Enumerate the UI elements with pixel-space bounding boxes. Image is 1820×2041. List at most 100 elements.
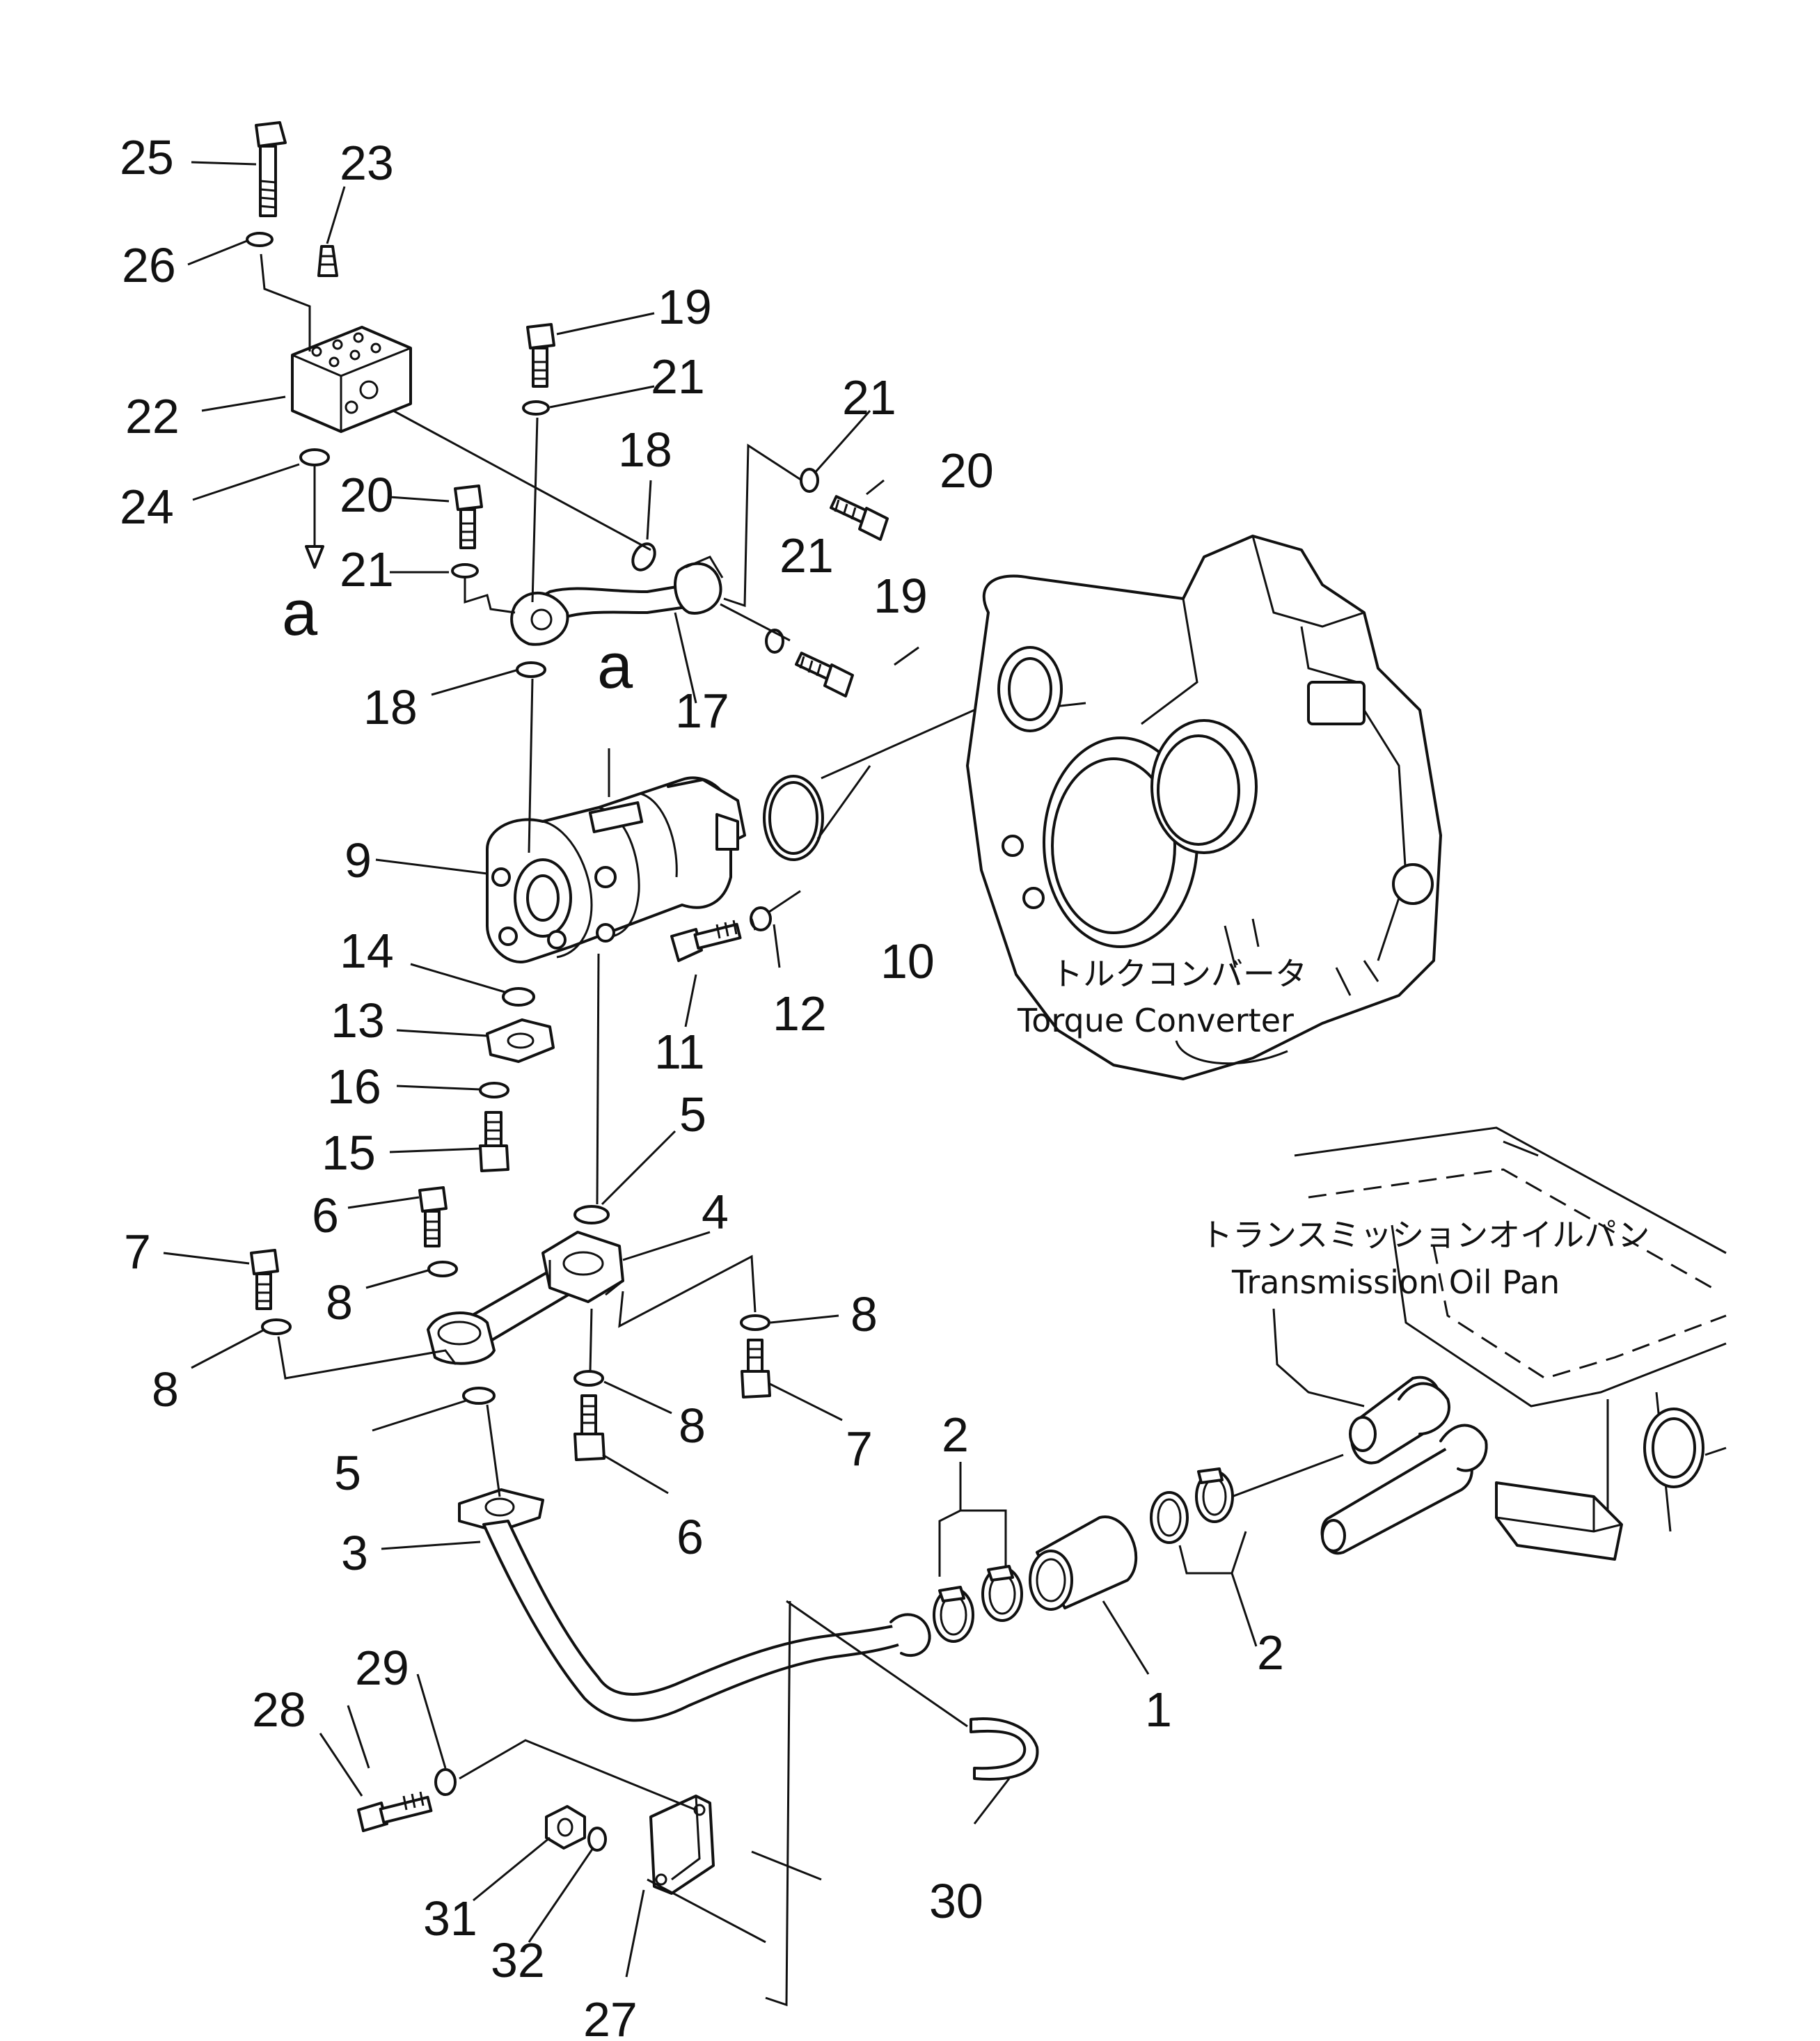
callout-8-upper-left: 8 [326, 1275, 353, 1330]
o-ring-24 [299, 448, 330, 466]
nut-31 [545, 1805, 586, 1850]
callout-1: 1 [1145, 1683, 1172, 1737]
callout-25: 25 [120, 130, 174, 184]
bracket-27 [649, 1795, 715, 1895]
bolt-20-left [454, 484, 483, 549]
bolt-6-lower [573, 1394, 606, 1461]
callout-12: 12 [773, 986, 827, 1041]
hose-1 [1029, 1515, 1138, 1611]
bolt-11 [670, 920, 742, 962]
callout-28: 28 [252, 1683, 306, 1737]
valve-block-22 [291, 326, 412, 433]
callout-26: 26 [122, 238, 176, 292]
callout-18-upper: 18 [618, 423, 672, 477]
callout-6-upper: 6 [312, 1188, 339, 1243]
callout-21-left: 21 [340, 542, 394, 597]
bolt-19-right [795, 652, 854, 698]
callout-5-upper: 5 [679, 1087, 706, 1142]
callout-17: 17 [675, 684, 729, 738]
callout-31: 31 [423, 1891, 477, 1946]
ref-a-lower: a [597, 631, 633, 702]
o-ring-5-upper [573, 1205, 610, 1224]
callout-30: 30 [929, 1874, 983, 1928]
washer-29 [434, 1768, 457, 1796]
callout-19-top: 19 [658, 280, 712, 334]
u-bolt-30 [970, 1717, 1039, 1781]
o-ring-18-upper [631, 542, 656, 572]
torque-converter-housing [966, 535, 1442, 1080]
callout-20-right: 20 [940, 443, 994, 498]
washer-16 [479, 1082, 509, 1098]
callout-10: 10 [880, 934, 935, 988]
plug-23 [317, 245, 338, 277]
washer-8-lower-left [261, 1318, 292, 1335]
callout-21-top: 21 [651, 349, 705, 404]
washer-8-upper-right [740, 1314, 770, 1331]
callout-21-right-bottom: 21 [780, 528, 834, 583]
bolt-7-left [250, 1249, 279, 1310]
pump-9 [486, 776, 746, 963]
washer-32 [587, 1827, 607, 1852]
callout-7-left: 7 [124, 1224, 151, 1279]
bolt-7-right [741, 1339, 771, 1398]
callout-13: 13 [331, 993, 385, 1048]
callout-7-right: 7 [846, 1421, 873, 1476]
callout-22: 22 [125, 389, 180, 443]
pipe-3 [458, 1488, 931, 1722]
torque-converter-label-en: Torque Converter [1017, 1002, 1294, 1039]
oil-pan-label-en: Transmission Oil Pan [1231, 1263, 1560, 1301]
washer-12 [750, 906, 772, 931]
callout-20-left: 20 [340, 468, 394, 522]
transmission-oil-pan [1294, 1126, 1727, 1561]
o-ring-10-inner [768, 781, 818, 855]
leader-lines [163, 161, 1365, 2007]
callout-24: 24 [120, 480, 174, 534]
arrow-a-head [305, 545, 324, 569]
callout-11: 11 [654, 1025, 705, 1079]
washer-26 [246, 232, 274, 247]
callout-8-upper-right: 8 [850, 1287, 878, 1341]
callout-27: 27 [583, 1992, 638, 2041]
flange-13 [486, 1018, 555, 1063]
bolt-19-top [526, 323, 555, 388]
callout-19-right: 19 [873, 569, 928, 623]
callout-29: 29 [355, 1641, 409, 1695]
washer-21-top [522, 400, 550, 416]
callout-3: 3 [341, 1526, 368, 1580]
callout-21-right-top: 21 [842, 370, 896, 425]
callout-16: 16 [327, 1059, 381, 1114]
bolt-6-upper [418, 1186, 448, 1247]
callout-2-left: 2 [942, 1408, 969, 1462]
bolt-15 [479, 1111, 509, 1172]
o-ring-18-lower [516, 661, 546, 678]
clamps-2-left [933, 1565, 1023, 1643]
washer-21-left [451, 563, 479, 578]
bolt-25 [255, 121, 287, 217]
pipe-4 [427, 1231, 624, 1365]
pipe-17 [510, 555, 724, 646]
callout-14: 14 [340, 924, 394, 978]
callout-9: 9 [345, 833, 372, 888]
callout-5-lower: 5 [334, 1446, 361, 1500]
callout-8-lower-left: 8 [152, 1362, 179, 1417]
callout-15: 15 [322, 1126, 376, 1180]
component-captions: トルクコンバータ Torque Converter トランスミッションオイルパン… [1017, 955, 1649, 1301]
callout-2-right: 2 [1257, 1625, 1284, 1680]
o-ring-5-lower [462, 1387, 496, 1405]
callout-32: 32 [491, 1933, 545, 1987]
clamps-2-right [1150, 1467, 1234, 1544]
bolt-20-right [830, 495, 889, 541]
bolt-28 [357, 1791, 433, 1832]
callout-6-lower: 6 [676, 1510, 704, 1564]
washer-8-lower-right [573, 1370, 604, 1387]
callout-18-lower: 18 [363, 680, 418, 734]
callout-4: 4 [702, 1185, 729, 1239]
washer-8-upper-left [427, 1261, 458, 1277]
callout-8-lower-right: 8 [679, 1398, 706, 1453]
oil-pan-label-jp: トランスミッションオイルパン [1201, 1216, 1649, 1254]
o-ring-14 [502, 987, 535, 1007]
callout-numbers: 25 23 26 22 24 a 19 21 18 20 21 21 20 21… [120, 130, 1284, 2041]
ref-a-upper: a [282, 578, 318, 649]
callout-23: 23 [340, 136, 394, 190]
